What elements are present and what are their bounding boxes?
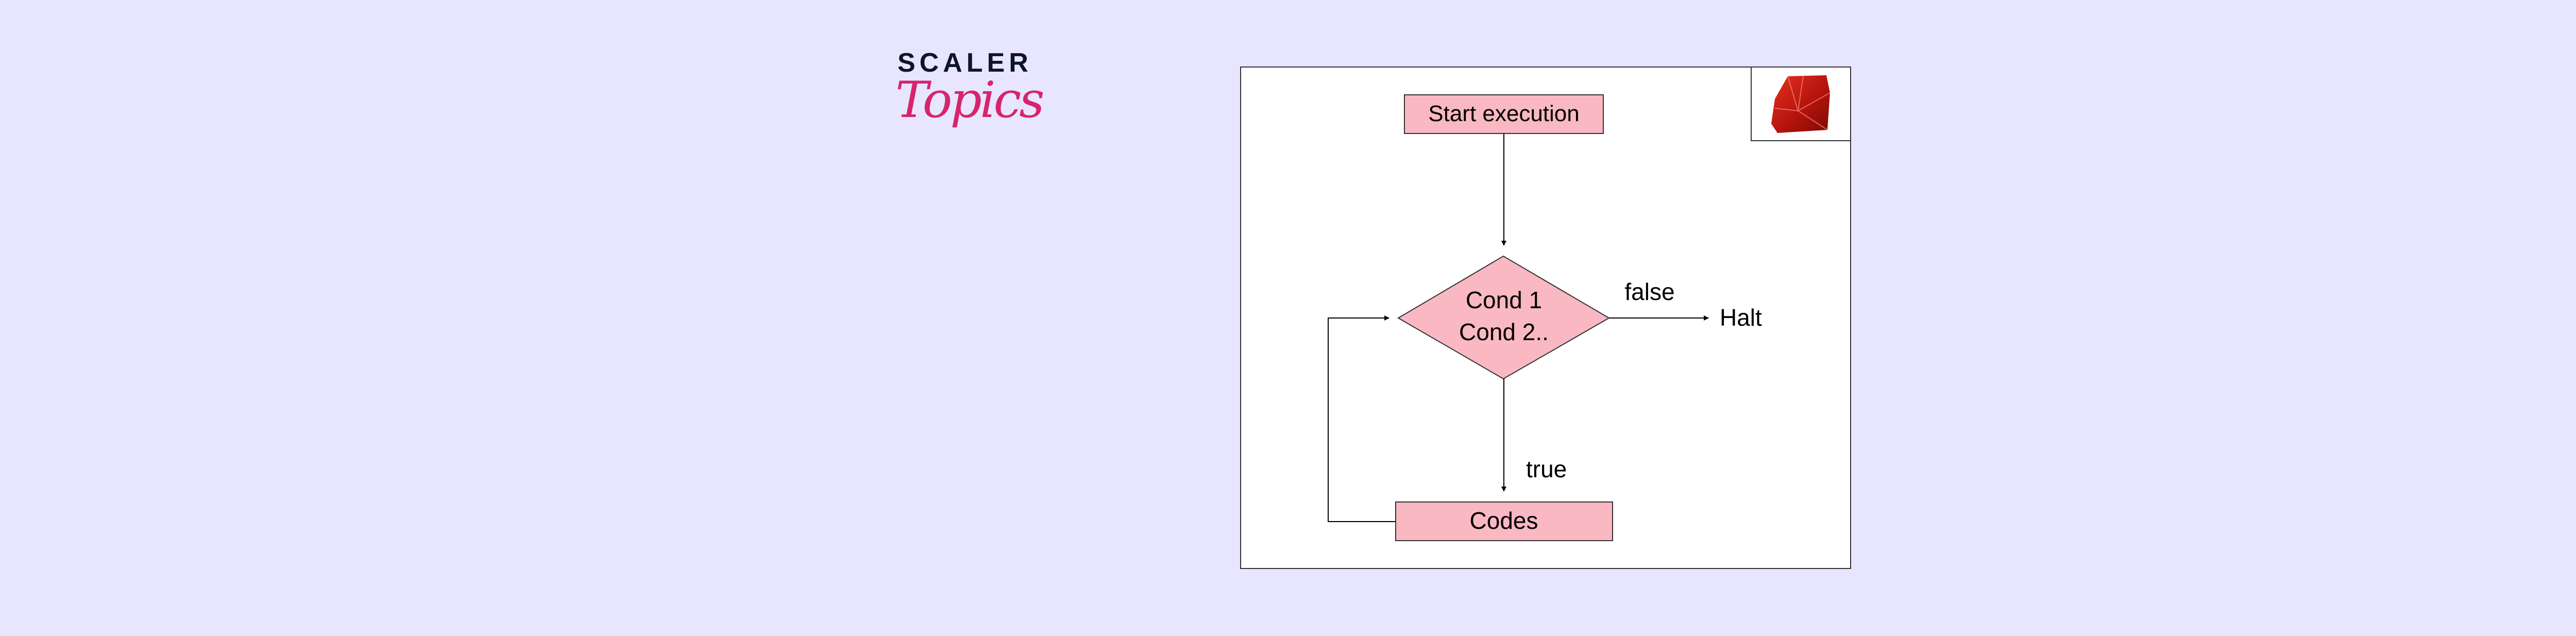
start-label: Start execution [1428, 101, 1580, 126]
loop-back-arrow [1328, 315, 1396, 522]
halt-label: Halt [1720, 304, 1762, 331]
condition-line2: Cond 2.. [1459, 319, 1549, 345]
start-node: Start execution [1404, 94, 1604, 134]
scaler-topics-logo: SCALER Topics [895, 47, 1045, 156]
logo-brand: SCALER [897, 48, 1032, 78]
false-label: false [1624, 278, 1674, 305]
true-label: true [1526, 456, 1567, 482]
logo-sub: Topics [895, 71, 1045, 129]
condition-node: Cond 1 Cond 2.. [1397, 255, 1610, 380]
ruby-gem-icon [1751, 66, 1851, 141]
codes-node: Codes [1395, 501, 1613, 541]
codes-label: Codes [1470, 507, 1538, 534]
condition-line1: Cond 1 [1466, 287, 1542, 313]
